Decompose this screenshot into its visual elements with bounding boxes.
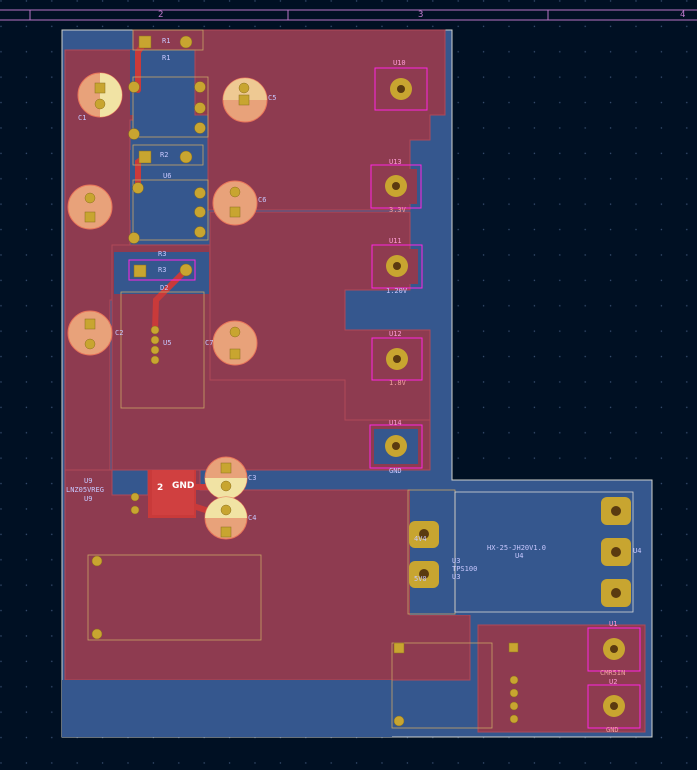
c3-ref: C3 [248,474,257,482]
u3-ref-fab: U3 [452,573,461,581]
ruler-mark-3: 3 [418,10,424,20]
courtyard-outlines [128,67,641,729]
u2-ref: U2 [609,678,618,686]
u9-ref-fab: U9 [84,495,93,503]
u1-net: CMR5IN [600,669,626,677]
u13-net: 3.3V [389,206,406,214]
u12-net: 1.8V [389,379,406,387]
u3-pad-a: 4V4 [414,535,427,543]
u11-ref: U11 [389,237,402,245]
u2-net: GND [606,726,619,734]
u4-value: HX-25-JH20V1.0 [487,544,547,552]
c6-ref: C6 [258,196,267,204]
u14-ref: U14 [389,419,402,427]
through-hole-pads [84,35,519,727]
c2-ref: C2 [115,329,124,337]
u4-module-outline [454,491,634,613]
r3-ref-fab: R3 [158,266,167,274]
c5-ref: C5 [268,94,277,102]
u3-pad-b: 5V0 [414,575,427,583]
ruler-mark-4: 4 [680,10,686,20]
u1-ref: U1 [609,620,618,628]
fabrication-outlines [87,29,493,729]
r1-ref: R1 [162,37,171,45]
u3-ref: U3 [452,557,461,565]
u4-ref-fab: U4 [633,547,642,555]
r1-ref-fab: R1 [162,54,171,62]
u12-ref: U12 [389,330,402,338]
c1-ref: C1 [78,114,87,122]
u13-ref: U13 [389,158,402,166]
d2-ref: D2 [160,284,169,292]
r2-ref: R2 [160,151,169,159]
u9-ref: U9 [84,477,93,485]
u9-pin-number: 2 [157,483,164,493]
u9-gnd-label: GND [172,481,195,491]
u4-ref: U4 [515,552,524,560]
c7-ref: C7 [205,339,214,347]
terminal-pads [374,72,636,724]
u9-regulator [148,470,196,518]
top-copper-zones [64,29,646,733]
ruler-mark-2: 2 [158,10,164,20]
u11-net: 1.20V [386,287,408,295]
u6-ref: U6 [163,172,172,180]
u14-net: GND [389,467,402,475]
u9-value: LNZ05VREG [66,486,104,494]
c4-ref: C4 [248,514,257,522]
u10-ref: U10 [393,59,406,67]
r3-ref: R3 [158,250,167,258]
u5-ref: U5 [163,339,172,347]
electrolytic-capacitors [67,72,268,540]
u3-value: TPS100 [452,565,478,573]
top-ruler [0,9,697,21]
